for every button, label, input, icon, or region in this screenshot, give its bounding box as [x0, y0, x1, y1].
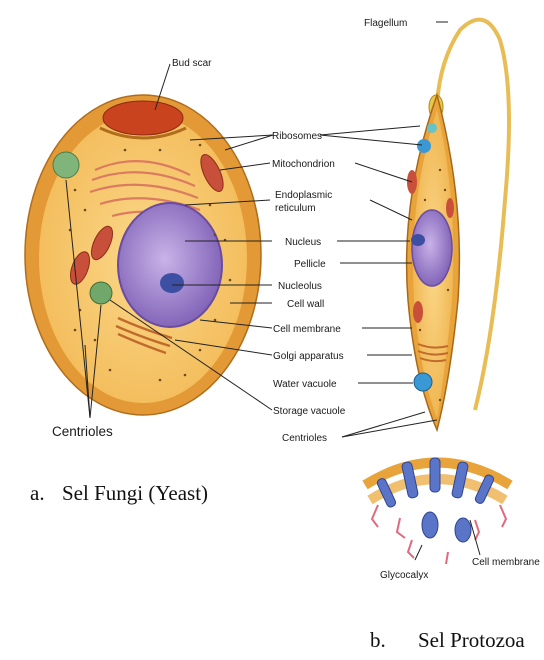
label-flagellum: Flagellum: [364, 18, 407, 29]
yeast-cell: [25, 95, 261, 415]
label-cell-wall: Cell wall: [287, 299, 324, 310]
label-storage-vacuole: Storage vacuole: [273, 406, 346, 417]
label-cell-membrane: Cell membrane: [273, 324, 341, 335]
protozoa-nucleus: [412, 210, 452, 286]
label-glycocalyx: Glycocalyx: [380, 570, 428, 581]
label-endoplasmic: Endoplasmic: [275, 190, 332, 201]
label-water-vacuole: Water vacuole: [273, 379, 337, 390]
protozoa-vacuole-mid: [417, 139, 431, 153]
label-centrioles-yeast: Centrioles: [52, 424, 113, 439]
label-cell-membrane-protozoa: Cell membrane: [472, 557, 540, 568]
label-reticulum: reticulum: [275, 203, 316, 214]
bud-scar: [103, 101, 183, 135]
caption-b-letter: b.: [370, 628, 386, 652]
glycocalyx-strands: [372, 505, 506, 564]
caption-a-text: Sel Fungi (Yeast): [62, 481, 208, 505]
protozoa-cell: [407, 20, 509, 430]
yeast-vacuole-green: [90, 282, 112, 304]
label-nucleus: Nucleus: [285, 237, 321, 248]
label-pellicle: Pellicle: [294, 259, 326, 270]
membrane-section: [365, 458, 510, 564]
protozoa-nucleolus: [411, 234, 425, 246]
protozoa-water-vacuole: [414, 373, 432, 391]
label-centrioles-protozoa: Centrioles: [282, 433, 327, 444]
yeast-vacuole-green-top: [53, 152, 79, 178]
yeast-nucleolus: [160, 273, 184, 293]
label-mitochondrion: Mitochondrion: [272, 159, 335, 170]
label-golgi-apparatus: Golgi apparatus: [273, 351, 344, 362]
caption-a-letter: a.: [30, 481, 45, 505]
label-ribosomes: Ribosomes: [272, 131, 322, 142]
yeast-nucleus: [118, 203, 222, 327]
label-nucleolus: Nucleolus: [278, 281, 322, 292]
captions: a. Sel Fungi (Yeast) b. Sel Protozoa: [30, 481, 525, 652]
caption-b-text: Sel Protozoa: [418, 628, 525, 652]
protozoa-vacuole-top: [427, 123, 437, 133]
label-bud-scar: Bud scar: [172, 58, 212, 69]
